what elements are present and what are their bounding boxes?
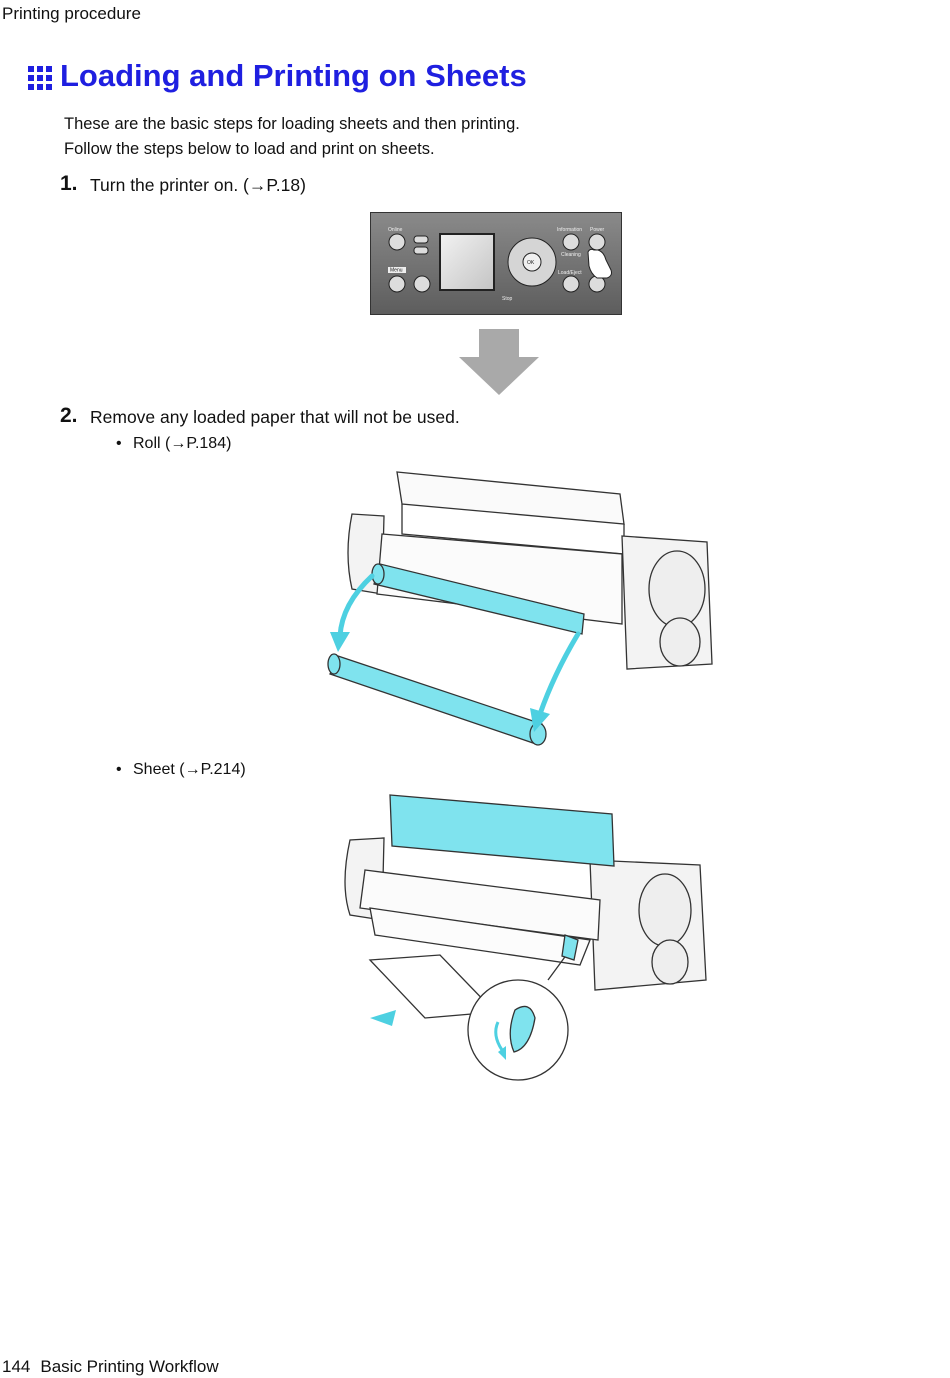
panel-label-power: Power <box>590 227 605 233</box>
operation-panel-illustration: Online Menu OK Information Power Cleanin… <box>370 212 622 315</box>
roll-removal-illustration <box>327 471 713 746</box>
footer-section: Basic Printing Workflow <box>40 1357 219 1376</box>
step-text: Turn the printer on. (→P.18) <box>90 175 306 195</box>
panel-label-ok: OK <box>527 260 535 266</box>
panel-label-cleaning: Cleaning <box>561 252 581 258</box>
sheet-removal-illustration <box>344 794 707 1081</box>
running-head: Printing procedure <box>2 4 141 23</box>
panel-label-information: Information <box>557 227 582 233</box>
intro-line: These are the basic steps for loading sh… <box>64 115 520 133</box>
page-footer: 144 Basic Printing Workflow <box>2 1357 219 1377</box>
bullet-dot: • <box>116 761 122 778</box>
panel-label-load-eject: Load/Eject <box>558 270 582 276</box>
panel-label-stop: Stop <box>502 296 513 302</box>
down-arrow-icon <box>459 329 539 395</box>
step-number: 1. <box>60 172 78 195</box>
bullet-roll: Roll (→P.184) <box>133 435 232 452</box>
step-text: Remove any loaded paper that will not be… <box>90 407 460 427</box>
bullet-sheet: Sheet (→P.214) <box>133 761 246 778</box>
grid-icon <box>28 66 52 90</box>
step-number: 2. <box>60 404 78 427</box>
bullet-dot: • <box>116 435 122 452</box>
panel-label-menu: Menu <box>390 268 403 274</box>
intro-line: Follow the steps below to load and print… <box>64 140 435 158</box>
page-title: Loading and Printing on Sheets <box>60 58 527 93</box>
panel-label-online: Online <box>388 227 403 233</box>
page-number: 144 <box>2 1357 31 1376</box>
